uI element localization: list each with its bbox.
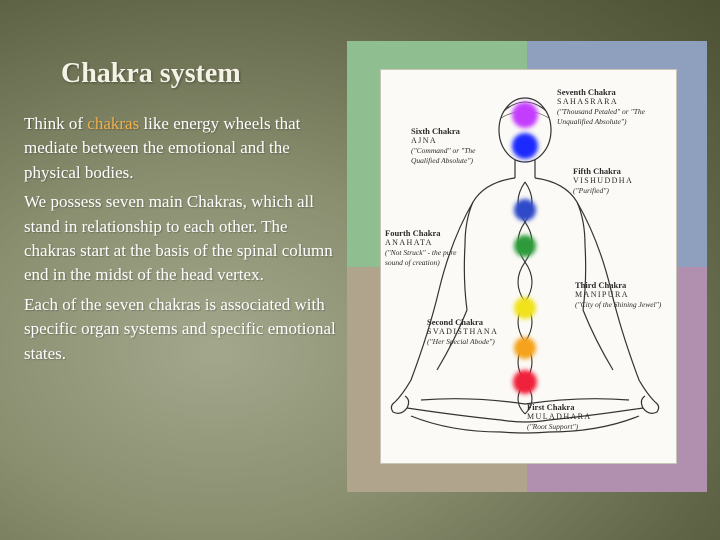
crown-chakra-icon bbox=[512, 102, 538, 128]
paragraph-seven-chakras: We possess seven main Chakras, which all… bbox=[24, 192, 333, 285]
slide-body: Think of chakras like energy wheels that… bbox=[24, 112, 336, 371]
paragraph-organ-systems: Each of the seven chakras is associated … bbox=[24, 294, 336, 363]
intro-text-before: Think of bbox=[24, 114, 88, 133]
heart-chakra-icon bbox=[514, 235, 536, 257]
body-outline bbox=[390, 97, 660, 434]
sacral-chakra-icon bbox=[514, 337, 536, 359]
label-sixth-chakra: Sixth Chakra AJNA ("Command" or "The Qua… bbox=[411, 126, 476, 165]
chakra-figure: Seventh Chakra SAHASRARA ("Thousand Peta… bbox=[347, 41, 707, 492]
label-fourth-chakra: Fourth Chakra ANAHATA ("Not Struck" - th… bbox=[385, 228, 457, 267]
label-seventh-chakra: Seventh Chakra SAHASRARA ("Thousand Peta… bbox=[557, 87, 645, 126]
solar-plexus-chakra-icon bbox=[514, 297, 536, 319]
chakra-diagram: Seventh Chakra SAHASRARA ("Thousand Peta… bbox=[380, 69, 677, 464]
meditating-figure-illustration bbox=[390, 97, 660, 434]
paragraph-intro: Think of chakras like energy wheels that… bbox=[24, 112, 336, 185]
label-third-chakra: Third Chakra MANIPURA ("City of the Shin… bbox=[575, 280, 662, 309]
label-second-chakra: Second Chakra SVADISTHANA ("Her Special … bbox=[427, 317, 499, 346]
intro-text-after: like energy wheels that mediate between … bbox=[24, 114, 301, 182]
third-eye-chakra-icon bbox=[512, 133, 538, 159]
throat-chakra-icon bbox=[514, 199, 536, 221]
label-fifth-chakra: Fifth Chakra VISHUDDHA ("Purified") bbox=[573, 166, 634, 195]
root-chakra-icon bbox=[513, 370, 537, 394]
label-first-chakra: First Chakra MULADHARA ("Root Support") bbox=[527, 402, 592, 431]
highlight-word: chakras bbox=[87, 114, 140, 133]
chakra-points bbox=[512, 102, 538, 394]
slide-title: Chakra system bbox=[61, 58, 241, 89]
